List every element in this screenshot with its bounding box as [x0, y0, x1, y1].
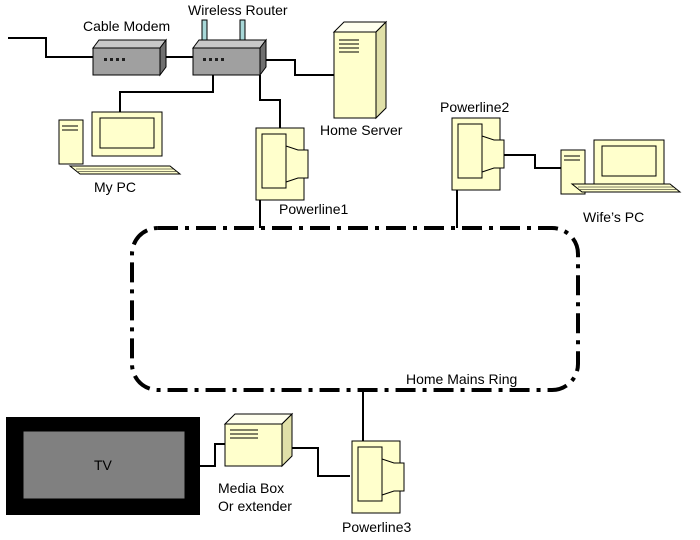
- media-box-top: [223, 413, 294, 425]
- powerline2-label: Powerline2: [440, 99, 509, 115]
- cable-modem-top: [92, 39, 167, 49]
- router-server-cable: [260, 59, 334, 76]
- wifes-pc: [560, 139, 682, 195]
- server-front: [333, 31, 377, 119]
- powerline2-adapter: [451, 117, 505, 191]
- server-vents: [339, 39, 359, 53]
- powerline3-adapter: [351, 440, 405, 514]
- powerline1-adapter: [255, 127, 309, 201]
- media-box-front: [224, 423, 283, 467]
- powerline3-mediabox-cable: [292, 447, 350, 477]
- cable-modem-label: Cable Modem: [83, 18, 170, 34]
- my-pc-tower: [58, 119, 84, 165]
- media-box-side: [281, 412, 293, 468]
- powerline1-label: Powerline1: [279, 201, 348, 217]
- tv: [6, 417, 200, 515]
- router-leds: [203, 58, 224, 61]
- wifes-pc-keyboard: [570, 183, 682, 193]
- wifes-pc-tower: [560, 149, 586, 195]
- wifes-pc-screen: [601, 145, 657, 177]
- cable-modem-leds: [104, 58, 125, 61]
- my-pc: [58, 111, 182, 175]
- my-pc-label: My PC: [94, 179, 136, 195]
- internet-cable: [8, 37, 93, 58]
- server-side: [375, 20, 387, 120]
- powerline3-label: Powerline3: [342, 519, 411, 535]
- home-mains-ring: [130, 226, 580, 392]
- mediabox-tv-cable: [200, 443, 225, 467]
- cable-modem: [92, 38, 167, 77]
- media-box-label-line2: Or extender: [218, 498, 292, 514]
- powerline2-plug: [481, 135, 505, 173]
- media-box: [223, 412, 294, 468]
- wiring: [8, 37, 561, 477]
- powerline2-panel: [457, 123, 483, 179]
- media-box-vents: [230, 429, 258, 439]
- powerline3-panel: [357, 446, 383, 502]
- home-server-label: Home Server: [320, 122, 403, 138]
- router-front: [192, 47, 261, 76]
- router-top: [192, 39, 267, 49]
- my-pc-keyboard: [68, 165, 182, 175]
- home-mains-ring-label: Home Mains Ring: [406, 371, 517, 387]
- powerline2-wifepc-cable: [502, 154, 561, 169]
- tv-screen: [22, 430, 186, 500]
- powerline1-plug: [285, 145, 309, 183]
- powerline1-panel: [261, 133, 287, 189]
- wireless-router-label: Wireless Router: [188, 2, 288, 18]
- tv-label: TV: [94, 457, 113, 473]
- wireless-router: [192, 19, 267, 77]
- wifes-pc-label: Wife’s PC: [583, 209, 644, 225]
- home-server: [332, 20, 388, 120]
- router-mypc-cable: [119, 75, 214, 112]
- router-powerline1-cable: [259, 75, 281, 128]
- cable-modem-front: [92, 47, 161, 76]
- powerline3-plug: [381, 458, 405, 496]
- media-box-label-line1: Media Box: [218, 480, 284, 496]
- my-pc-screen: [99, 117, 155, 149]
